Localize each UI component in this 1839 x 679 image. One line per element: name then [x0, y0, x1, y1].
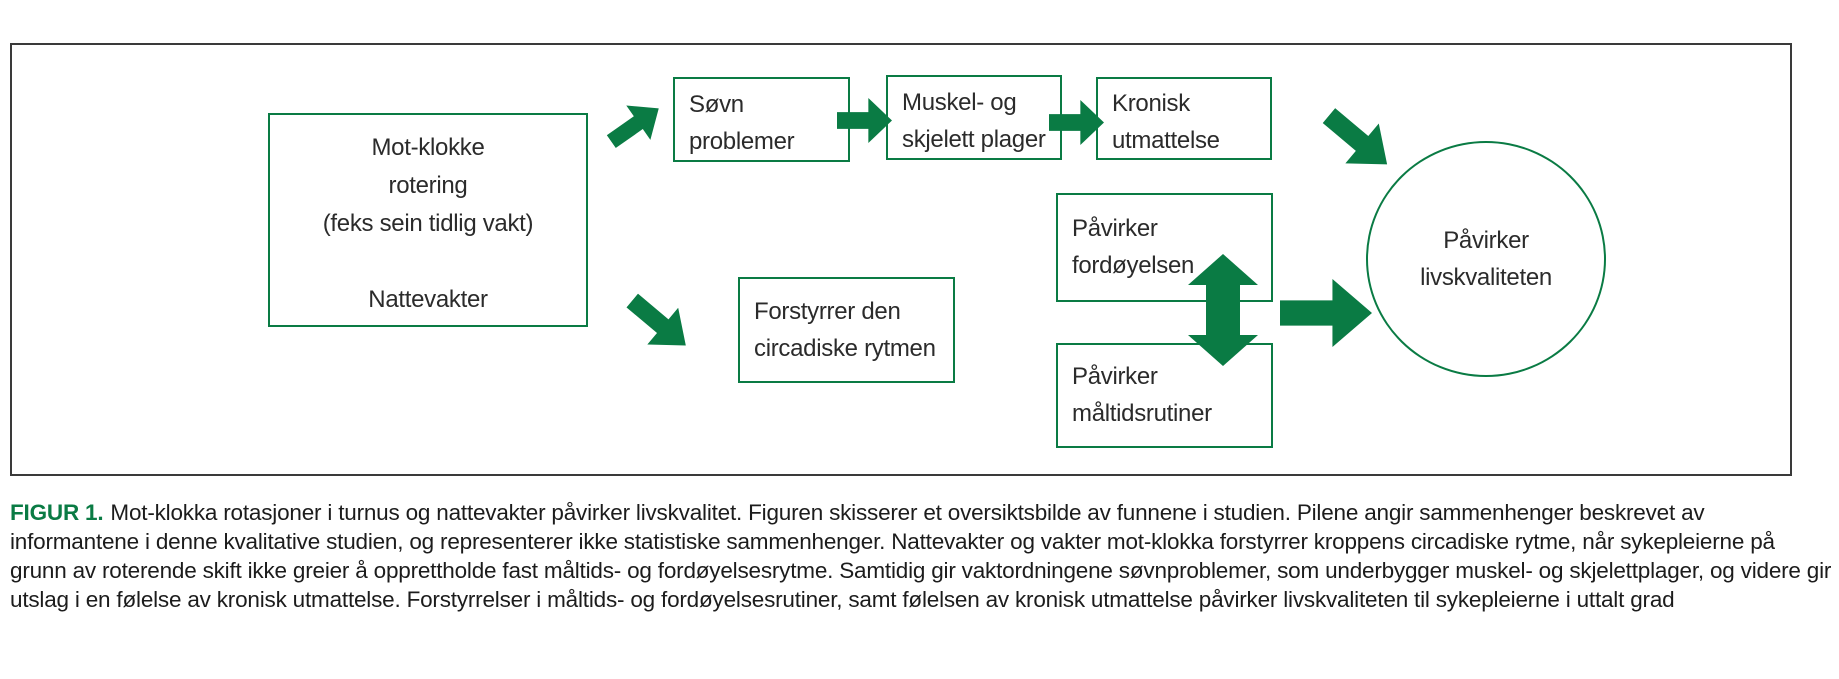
node-pavirker-livskvaliteten: Påvirker livskvaliteten: [1366, 141, 1606, 377]
node-line: Mot-klokke: [371, 134, 485, 161]
node-line-spacer: [270, 243, 586, 281]
node-line: Påvirker: [1443, 227, 1529, 254]
node-line: utmattelse: [1112, 127, 1220, 154]
caption-text: Mot-klokka rotasjoner i turnus og nattev…: [10, 500, 1832, 612]
node-line: skjelett plager: [902, 126, 1046, 153]
node-line: problemer: [689, 128, 795, 155]
node-line: (feks sein tidlig vakt): [322, 210, 534, 237]
node-line: Påvirker: [1072, 215, 1158, 242]
node-pavirker-fordoyelsen: Påvirker fordøyelsen: [1056, 193, 1273, 302]
node-mot-klokke-rotering: Mot-klokke rotering (feks sein tidlig va…: [268, 113, 588, 327]
arrow-down-right-icon: [617, 282, 701, 364]
arrow-right-icon: [837, 98, 892, 143]
node-line: måltidsrutiner: [1072, 400, 1212, 427]
arrow-down-right-icon: [1312, 96, 1404, 185]
node-line: Søvn: [689, 91, 744, 118]
node-line: livskvaliteten: [1420, 264, 1552, 291]
node-line: circadiske rytmen: [754, 335, 936, 362]
node-sovnproblemer: Søvn problemer: [673, 77, 850, 162]
arrow-up-right-icon: [599, 91, 671, 159]
figure-label: FIGUR 1.: [10, 500, 104, 525]
node-line: Muskel- og: [902, 89, 1017, 116]
node-line: Påvirker: [1072, 363, 1158, 390]
arrow-double-vertical-icon: [1188, 254, 1258, 366]
figure-caption: FIGUR 1.Mot-klokka rotasjoner i turnus o…: [10, 498, 1834, 614]
node-line: Forstyrrer den: [754, 298, 901, 325]
node-line: rotering: [388, 172, 468, 199]
node-line: Nattevakter: [368, 286, 488, 313]
node-line: Kronisk: [1112, 90, 1190, 117]
node-forstyrrer-circadisk: Forstyrrer den circadiske rytmen: [738, 277, 955, 383]
arrow-right-icon: [1049, 100, 1104, 145]
arrow-right-icon: [1280, 279, 1372, 347]
node-kronisk-utmattelse: Kronisk utmattelse: [1096, 77, 1272, 160]
node-line: fordøyelsen: [1072, 252, 1195, 279]
node-muskel-skjelett: Muskel- og skjelett plager: [886, 75, 1062, 160]
node-pavirker-maltidsrutiner: Påvirker måltidsrutiner: [1056, 343, 1273, 448]
